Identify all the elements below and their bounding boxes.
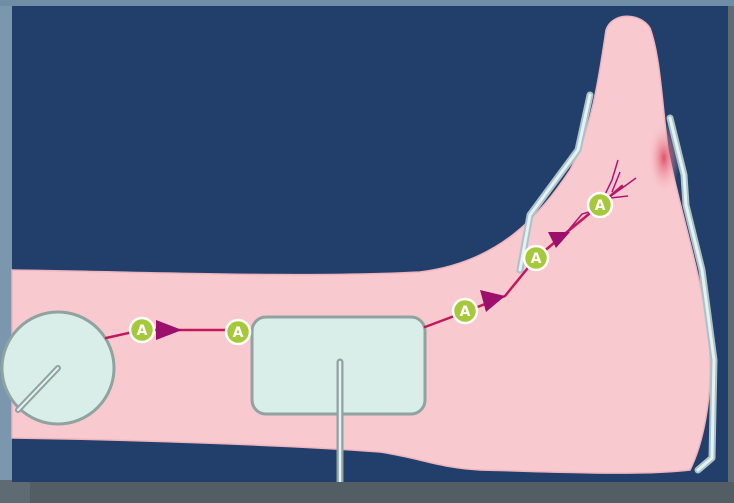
frame-top-edge [0,0,734,6]
frame-bottom-shadow [30,482,734,503]
node-label: A [233,325,244,341]
node-5: A [588,193,612,217]
node-label: A [595,198,606,214]
node-label: A [460,304,471,320]
frame-left-edge [0,0,12,480]
node-label: A [137,323,148,339]
node-1: A [130,318,154,342]
node-label: A [531,251,542,267]
node-3: A [453,299,477,323]
round-electrode [2,312,114,424]
node-4: A [524,246,548,270]
node-2: A [226,320,250,344]
